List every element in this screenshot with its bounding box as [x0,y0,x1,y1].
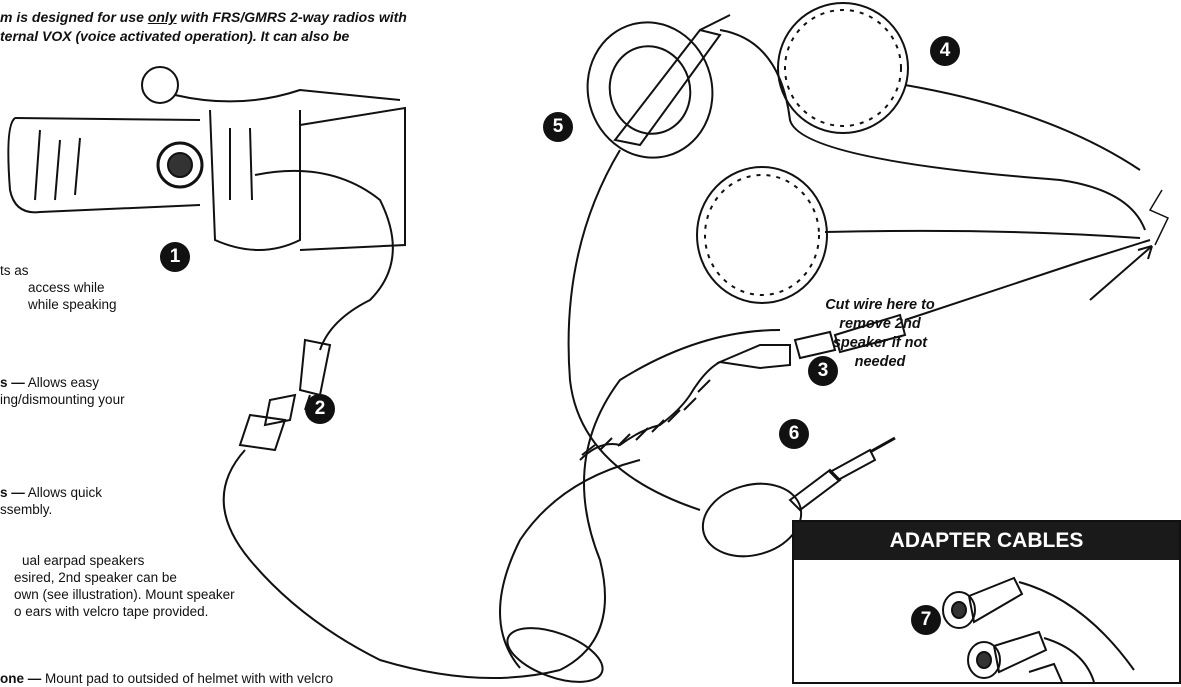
description-2: s — Allows easy ing/dismounting your [0,374,125,408]
cut-wire-note: Cut wire here to remove 2nd speaker if n… [805,296,955,372]
adapter-cables-panel: ADAPTER CABLES 7 [792,520,1181,684]
description-1: ts as access while while speaking [0,262,117,313]
marker-2: 2 [305,394,335,424]
description-3: s — Allows quick ssembly. [0,484,102,518]
marker-4: 4 [930,36,960,66]
description-5: one — Mount pad to outsided of helmet wi… [0,670,333,687]
marker-7: 7 [911,605,941,635]
marker-5: 5 [543,112,573,142]
description-4: ual earpad speakers esired, 2nd speaker … [0,552,235,620]
marker-1: 1 [160,242,190,272]
adapter-cables-title: ADAPTER CABLES [794,522,1179,560]
adapter-cables-illustration [794,560,1179,682]
marker-6: 6 [779,419,809,449]
